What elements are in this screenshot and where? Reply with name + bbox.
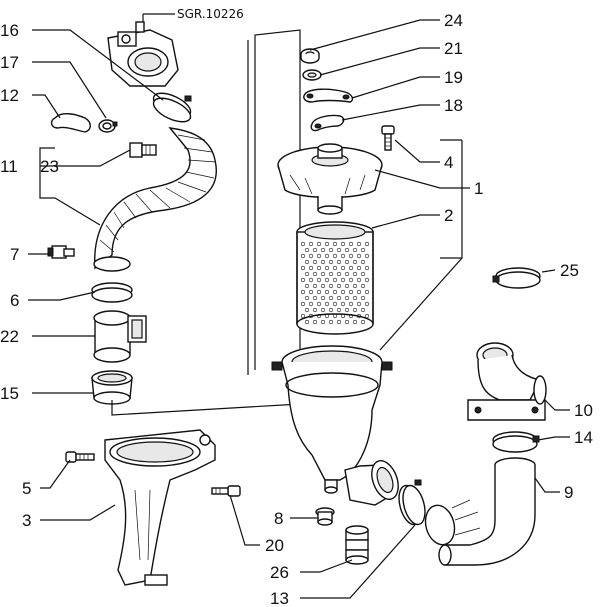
bolt-5 — [65, 451, 95, 463]
label-11: 11 — [0, 157, 18, 176]
valve-26 — [345, 525, 369, 565]
label-13: 13 — [270, 589, 289, 607]
pipe-9 — [424, 457, 536, 566]
filter-housing — [271, 345, 399, 506]
label-12: 12 — [0, 86, 19, 105]
reference-code-text: SGR.10226 — [177, 7, 244, 21]
label-9: 9 — [564, 483, 573, 502]
bracket-3 — [104, 429, 216, 586]
plug-8 — [315, 507, 335, 526]
intake-hose-11 — [93, 127, 217, 272]
bracket-19 — [303, 88, 354, 103]
label-7: 7 — [10, 245, 19, 264]
bracket-18 — [310, 114, 345, 132]
label-6: 6 — [10, 291, 19, 310]
hose-clamp-16 — [152, 92, 192, 123]
bolt-20 — [211, 485, 241, 497]
label-23: 23 — [40, 157, 59, 176]
label-8: 8 — [274, 509, 283, 528]
label-4: 4 — [444, 153, 453, 172]
label-20: 20 — [265, 536, 284, 555]
filter-perforations — [300, 241, 370, 325]
part-labels: 16 17 12 11 23 7 6 22 15 5 3 20 24 21 19… — [0, 11, 593, 607]
nut-24 — [300, 48, 320, 64]
label-3: 3 — [22, 511, 31, 530]
label-10: 10 — [574, 401, 593, 420]
throttle-body — [107, 21, 179, 87]
fitting-23 — [129, 142, 157, 158]
assembly-boundary-lines — [111, 29, 301, 416]
label-16: 16 — [0, 21, 19, 40]
clamp-14 — [492, 431, 540, 453]
sleeve-15 — [91, 370, 133, 405]
label-5: 5 — [22, 479, 31, 498]
label-22: 22 — [0, 327, 19, 346]
label-25: 25 — [560, 261, 579, 280]
washer-21 — [302, 69, 322, 81]
label-24: 24 — [444, 11, 463, 30]
label-1: 1 — [474, 179, 483, 198]
label-21: 21 — [444, 39, 463, 58]
label-19: 19 — [444, 68, 463, 87]
clamp-25 — [492, 267, 541, 289]
label-14: 14 — [574, 428, 593, 447]
elbow-10 — [467, 342, 547, 421]
small-hose-12 — [50, 112, 91, 133]
bolt-4 — [381, 125, 395, 151]
sensor-7 — [47, 245, 75, 259]
small-clamp-17 — [98, 119, 118, 133]
filter-element-2 — [296, 221, 374, 335]
air-flow-meter-22 — [93, 310, 147, 363]
leader-lines — [28, 19, 570, 599]
clamp-6 — [91, 282, 133, 303]
label-26: 26 — [270, 563, 289, 582]
label-2: 2 — [444, 206, 453, 225]
reference-code: SGR.10226 — [142, 7, 244, 28]
label-15: 15 — [0, 384, 19, 403]
filter-cover-1 — [277, 143, 383, 215]
clamp-13 — [398, 479, 426, 526]
label-18: 18 — [444, 96, 463, 115]
label-17: 17 — [0, 53, 19, 72]
